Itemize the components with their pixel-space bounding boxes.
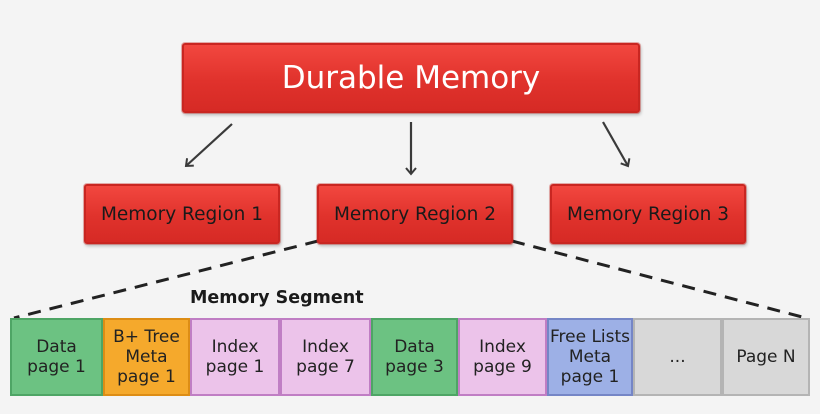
page-n-label: Page N — [736, 347, 796, 367]
arrow-to-region-1 — [184, 123, 233, 168]
page-index-9-label: Index page 9 — [473, 337, 532, 377]
page-index-1: Index page 1 — [190, 318, 280, 396]
memory-region-1-box: Memory Region 1 — [84, 184, 280, 244]
page-data-1-label: Data page 1 — [27, 337, 86, 377]
page-index-7-label: Index page 7 — [296, 337, 355, 377]
page-index-9: Index page 9 — [458, 318, 547, 396]
page-btree-meta-1-label: B+ Tree Meta page 1 — [113, 327, 180, 387]
page-ellipsis: ... — [633, 318, 722, 396]
page-free-lists-meta-1: Free Lists Meta page 1 — [547, 318, 633, 396]
page-btree-meta-1: B+ Tree Meta page 1 — [103, 318, 190, 396]
memory-region-2-label: Memory Region 2 — [333, 203, 497, 225]
memory-region-1-label: Memory Region 1 — [100, 203, 264, 225]
page-index-7: Index page 7 — [280, 318, 371, 396]
memory-region-3-box: Memory Region 3 — [550, 184, 746, 244]
page-data-3: Data page 3 — [371, 318, 458, 396]
page-free-lists-meta-1-label: Free Lists Meta page 1 — [549, 327, 631, 387]
page-ellipsis-label: ... — [669, 347, 686, 367]
memory-segment-label: Memory Segment — [190, 288, 364, 308]
page-index-1-label: Index page 1 — [205, 337, 265, 377]
segment-expand-line-left — [13, 239, 319, 320]
page-data-3-label: Data page 3 — [385, 337, 444, 377]
durable-memory-label: Durable Memory — [281, 60, 541, 96]
page-data-1: Data page 1 — [10, 318, 103, 396]
durable-memory-box: Durable Memory — [182, 43, 640, 113]
memory-region-2-box: Memory Region 2 — [317, 184, 513, 244]
memory-segment: Data page 1 B+ Tree Meta page 1 Index pa… — [10, 318, 810, 396]
segment-expand-line-right — [511, 239, 807, 320]
memory-region-3-label: Memory Region 3 — [566, 203, 730, 225]
arrow-to-region-3 — [602, 121, 631, 168]
page-n: Page N — [722, 318, 810, 396]
